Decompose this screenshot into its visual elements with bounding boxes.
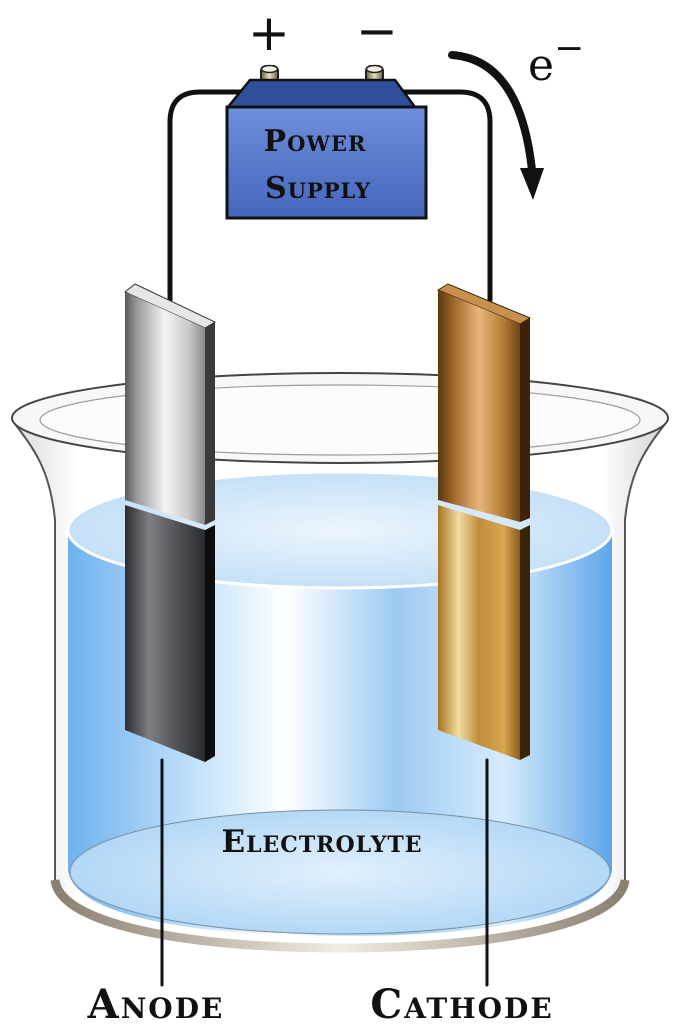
cathode-lower-side <box>520 525 530 760</box>
power-supply: Power Supply <box>225 64 428 220</box>
circuit-wires <box>160 89 493 987</box>
cathode-upper-front <box>438 290 520 522</box>
negative-sign: − <box>356 2 398 60</box>
power-supply-label-line1: Power <box>264 124 367 159</box>
cathode-lower-front <box>438 505 520 760</box>
cathode-electrode <box>436 283 532 760</box>
cathode-wire <box>401 89 493 303</box>
electron-flow-arrow-icon <box>448 51 544 200</box>
anode-lower-front <box>125 505 205 762</box>
electron-label: e− <box>528 28 584 91</box>
power-supply-label-line2: Supply <box>265 171 371 206</box>
power-supply-body <box>225 105 428 220</box>
cathode-label: Cathode <box>370 981 553 1024</box>
anode-upper-side <box>205 322 215 525</box>
anode-label: Anode <box>87 981 225 1024</box>
cathode-upper-side <box>520 318 530 522</box>
anode-lower-side <box>205 525 215 762</box>
anode-upper-front <box>125 292 205 525</box>
power-supply-lid <box>225 78 418 109</box>
anode-electrode <box>124 283 217 762</box>
positive-sign: + <box>248 4 290 62</box>
beaker-bottom-rim <box>50 878 630 953</box>
electrolyte-label: Electrolyte <box>221 824 422 860</box>
liquid-bottom <box>69 809 611 935</box>
anode-wire <box>167 89 246 303</box>
